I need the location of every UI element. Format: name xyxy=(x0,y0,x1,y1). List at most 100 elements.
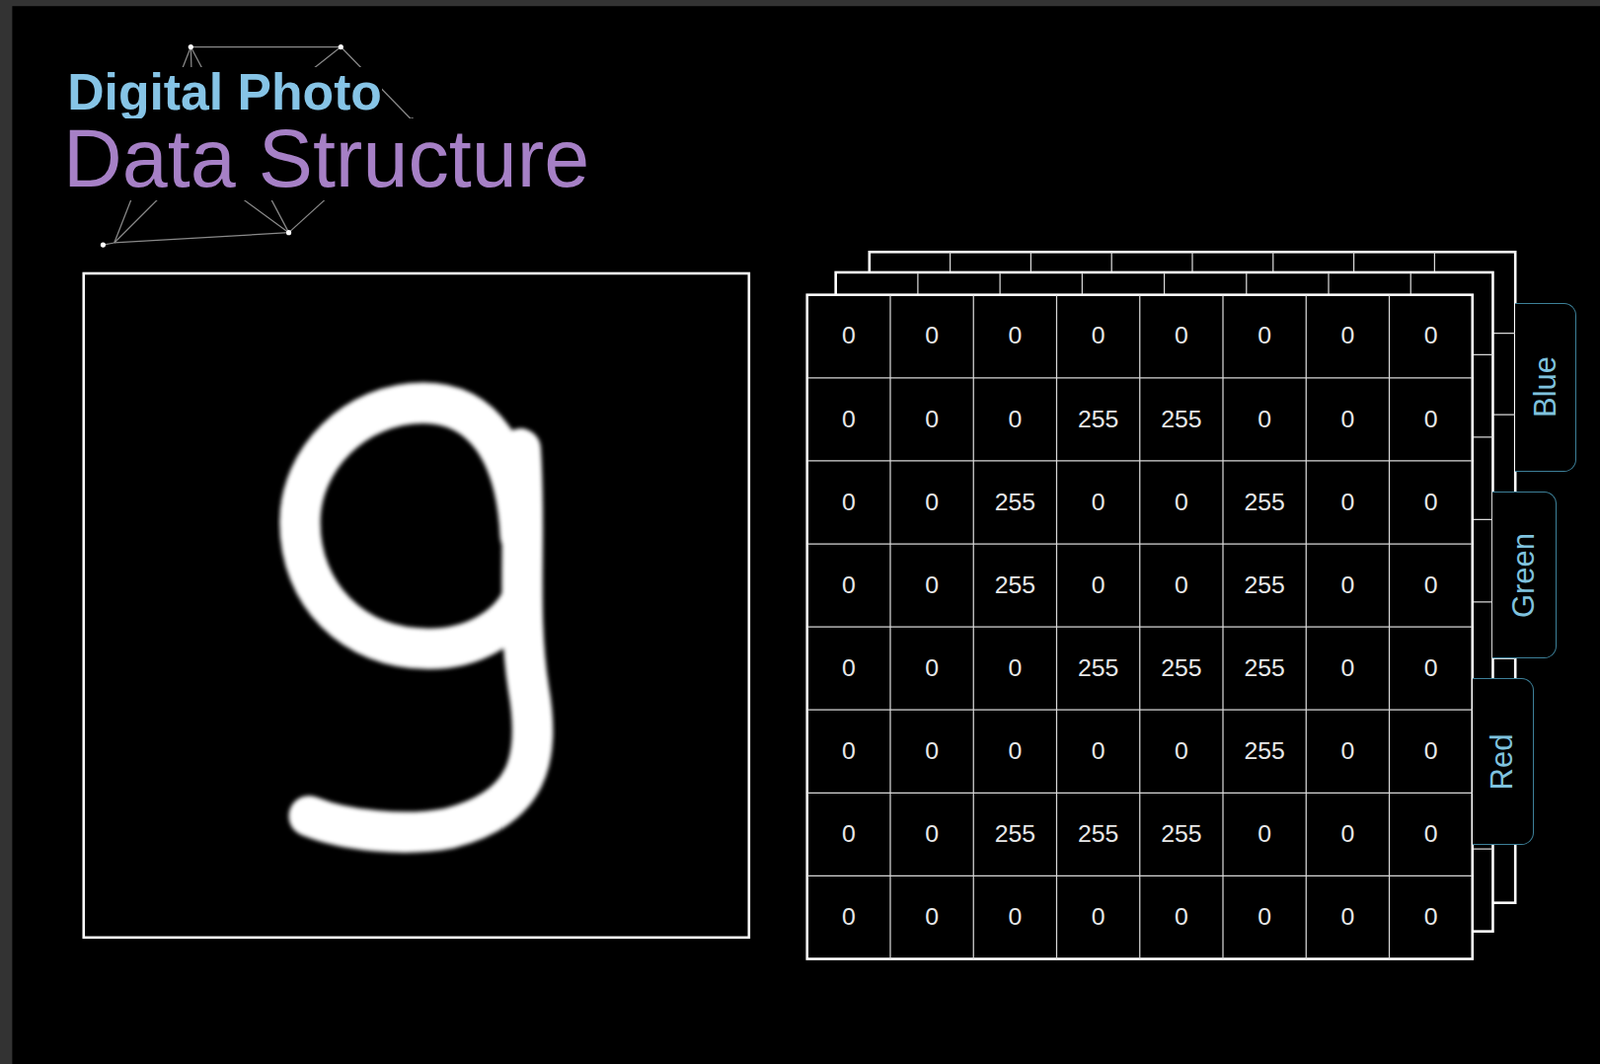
grid-cell: 0 xyxy=(890,626,974,710)
pixel-value: 0 xyxy=(1091,905,1106,930)
grid-cell: 255 xyxy=(1140,793,1223,877)
grid-cell: 0 xyxy=(807,876,891,960)
pixel-value: 0 xyxy=(1007,905,1022,930)
grid-cell: 0 xyxy=(1305,626,1389,710)
pixel-value: 0 xyxy=(924,739,939,764)
photo-frame xyxy=(83,273,750,938)
grid-cell: 0 xyxy=(973,626,1057,710)
grid-cell: 0 xyxy=(1389,543,1473,627)
pixel-value: 0 xyxy=(1174,490,1189,516)
grid-cell: 0 xyxy=(890,543,974,627)
grid-cell: 0 xyxy=(807,460,891,544)
pixel-value: 0 xyxy=(1424,905,1439,930)
pixel-value: 0 xyxy=(1340,905,1355,930)
grid-cell: 0 xyxy=(1305,295,1389,379)
grid-cell: 255 xyxy=(1140,378,1223,461)
pixel-value: 0 xyxy=(1257,905,1272,930)
pixel-value: 0 xyxy=(1424,323,1439,349)
grid-cell: 0 xyxy=(807,543,891,627)
grid-border xyxy=(807,295,1473,960)
pixel-value: 0 xyxy=(1340,739,1355,764)
pixel-value: 0 xyxy=(841,822,856,847)
grid-cell: 0 xyxy=(807,793,891,877)
grid-cell: 0 xyxy=(1140,709,1223,793)
pixel-value: 255 xyxy=(1160,407,1202,433)
pixel-value: 255 xyxy=(1077,407,1119,433)
grid-cell: 255 xyxy=(1222,460,1306,544)
pixel-value: 0 xyxy=(1424,573,1439,599)
grid-cell: 0 xyxy=(1305,793,1389,877)
pixel-value: 0 xyxy=(1257,407,1272,433)
grid-cell: 0 xyxy=(890,709,974,793)
grid-line xyxy=(1221,295,1223,960)
grid-cell: 0 xyxy=(1140,543,1223,627)
grid-cell: 0 xyxy=(807,295,891,379)
pixel-value: 0 xyxy=(1340,323,1355,349)
grid-cell: 0 xyxy=(807,378,891,461)
pixel-value: 0 xyxy=(1340,490,1355,516)
grid-cell: 255 xyxy=(1222,709,1306,793)
pixel-value: 0 xyxy=(1091,573,1106,599)
channel-tab: Red xyxy=(1472,678,1534,845)
grid-cell: 0 xyxy=(1140,460,1223,544)
pixel-value: 0 xyxy=(841,323,856,349)
channel-name: Blue xyxy=(1528,356,1563,418)
pixel-value: 255 xyxy=(1243,573,1285,599)
channel-tab: Green xyxy=(1492,491,1556,659)
channel-tab: Blue xyxy=(1515,303,1577,472)
pixel-value: 255 xyxy=(1243,490,1285,516)
pixel-value: 0 xyxy=(1424,407,1439,433)
grid-cell: 0 xyxy=(890,295,974,379)
pixel-value: 0 xyxy=(1340,407,1355,433)
grid-cell: 255 xyxy=(1140,626,1223,710)
grid-cell: 0 xyxy=(1305,876,1389,960)
pixel-value: 0 xyxy=(924,490,939,516)
pixel-value: 0 xyxy=(841,407,856,433)
pixel-value: 0 xyxy=(1424,656,1439,682)
grid-cell: 0 xyxy=(1057,460,1141,544)
pixel-value: 0 xyxy=(1174,739,1189,764)
pixel-value: 255 xyxy=(994,490,1036,516)
channel-name: Red xyxy=(1485,733,1520,790)
grid-cell: 0 xyxy=(1389,378,1473,461)
grid-cell: 0 xyxy=(1305,709,1389,793)
pixel-value: 0 xyxy=(841,739,856,764)
pixel-value: 0 xyxy=(1174,323,1189,349)
grid-line xyxy=(807,792,1473,794)
pixel-value: 255 xyxy=(1077,656,1119,682)
grid-cell: 255 xyxy=(1057,793,1141,877)
pixel-value: 0 xyxy=(841,905,856,930)
grid-cell: 0 xyxy=(973,378,1057,461)
pixel-value: 0 xyxy=(1340,656,1355,682)
grid-cell: 0 xyxy=(1140,876,1223,960)
pixel-value: 0 xyxy=(1424,739,1439,764)
grid-cell: 0 xyxy=(1057,295,1141,379)
pixel-value: 255 xyxy=(994,573,1036,599)
pixel-value: 0 xyxy=(1424,490,1439,516)
grid-cell: 0 xyxy=(973,876,1057,960)
pixel-value: 255 xyxy=(1077,822,1119,847)
grid-cell: 0 xyxy=(1389,793,1473,877)
pixel-value: 0 xyxy=(924,323,939,349)
pixel-value: 0 xyxy=(1007,739,1022,764)
grid-cell: 0 xyxy=(1222,876,1306,960)
grid-cell: 0 xyxy=(890,793,974,877)
grid-cell: 0 xyxy=(1140,295,1223,379)
grid-cell: 0 xyxy=(1389,460,1473,544)
grid-cell: 0 xyxy=(807,626,891,710)
grid-cell: 0 xyxy=(973,709,1057,793)
grid-line xyxy=(807,626,1473,628)
grid-cell: 0 xyxy=(1222,378,1306,461)
pixel-value: 0 xyxy=(1007,407,1022,433)
pixel-value: 0 xyxy=(924,656,939,682)
title-text: Digital Photo xyxy=(67,67,382,119)
pixel-value: 0 xyxy=(841,573,856,599)
grid-cell: 255 xyxy=(1057,378,1141,461)
grid-cell: 0 xyxy=(1305,543,1389,627)
pixel-value: 0 xyxy=(1174,905,1189,930)
pixel-value: 0 xyxy=(1257,323,1272,349)
panel-ground xyxy=(11,5,1600,1064)
grid-cell: 0 xyxy=(890,378,974,461)
pixel-value: 0 xyxy=(1340,573,1355,599)
